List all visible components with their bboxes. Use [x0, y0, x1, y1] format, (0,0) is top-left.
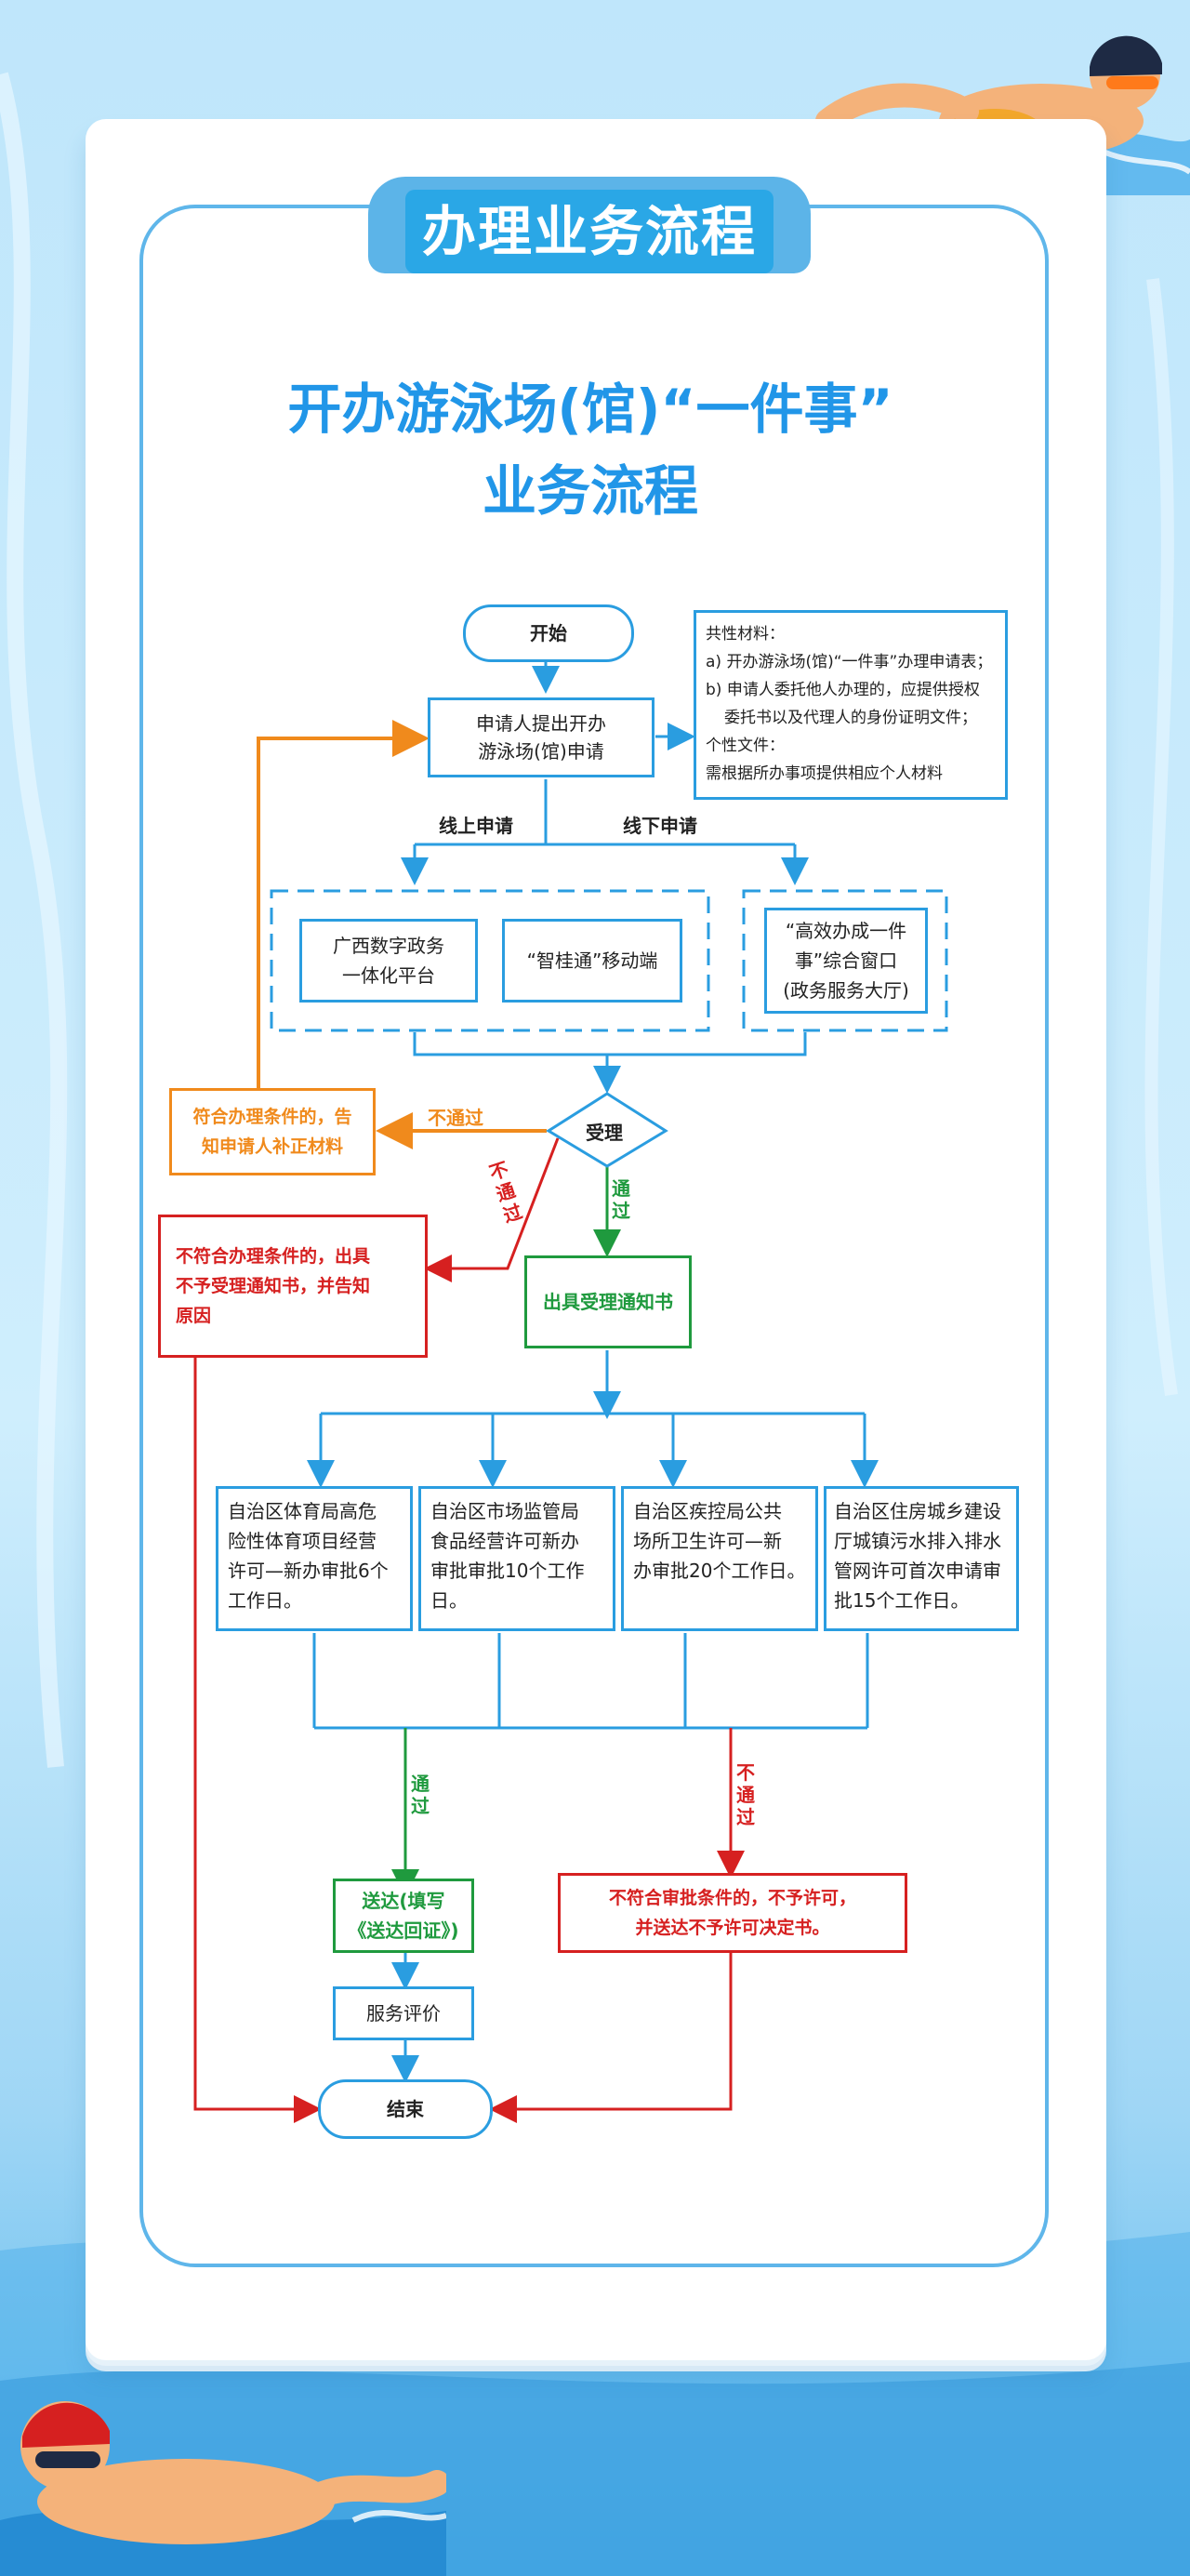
not-pass-orange-label: 不通过	[428, 1107, 483, 1129]
dept1-line3: 许可—新办审批6个	[228, 1560, 389, 1582]
dept2-line4: 日。	[430, 1589, 468, 1612]
materials-line5: 个性文件：	[706, 737, 785, 755]
materials-line6: 需根据所办事项提供相应个人材料	[706, 764, 943, 783]
platform-node: 广西数字政务 一体化平台	[299, 919, 478, 1003]
materials-line1: 共性材料：	[706, 625, 785, 644]
dept4-line4: 批15个工作日。	[834, 1589, 970, 1612]
reject-line3: 原因	[176, 1306, 212, 1326]
dept3-line3: 办审批20个工作日。	[633, 1560, 806, 1582]
main-title-line1: 开办游泳场(馆)“一件事”	[287, 378, 893, 441]
deny-line1: 不符合审批条件的，不予许可，	[608, 1888, 856, 1908]
apply-line1: 申请人提出开办	[476, 712, 606, 735]
dept-housing-node: 自治区住房城乡建设 厅城镇污水排入排水 管网许可首次申请审 批15个工作日。	[824, 1486, 1019, 1631]
reject-line2: 不予受理通知书，并告知	[176, 1276, 371, 1296]
apply-line2: 游泳场(馆)申请	[478, 740, 604, 763]
accept-label: 受理	[586, 1122, 623, 1144]
dept1-line4: 工作日。	[228, 1589, 302, 1612]
dept1-line1: 自治区体育局高危	[228, 1500, 377, 1522]
correct-line2: 知申请人补正材料	[201, 1136, 343, 1157]
deliver-line2: 《送达回证》)	[348, 1919, 459, 1942]
accept-decision-diamond	[546, 1092, 668, 1168]
dept2-line2: 食品经营许可新办	[430, 1530, 579, 1552]
dept3-line1: 自治区疾控局公共	[633, 1500, 782, 1522]
main-title-line2: 业务流程	[482, 459, 698, 523]
deliver-line1: 送达(填写	[362, 1890, 445, 1912]
delivery-node: 送达(填写 《送达回证》)	[333, 1879, 474, 1953]
window-line2: 事”综合窗口	[794, 949, 898, 972]
dept3-line2: 场所卫生许可—新	[633, 1530, 782, 1552]
dept2-line1: 自治区市场监管局	[430, 1500, 579, 1522]
apply-node: 申请人提出开办 游泳场(馆)申请	[428, 697, 654, 777]
dept4-line3: 管网许可首次申请审	[834, 1560, 1001, 1582]
swimmer-illustration-bottom	[0, 2401, 446, 2576]
platform-line1: 广西数字政务	[333, 935, 444, 957]
acceptance-notice-node: 出具受理通知书	[524, 1255, 692, 1348]
platform-line2: 一体化平台	[342, 964, 435, 987]
materials-line3: b) 申请人委托他人办理的，应提供授权	[706, 681, 980, 699]
window-line3: (政务服务大厅)	[783, 979, 909, 1002]
dept1-line2: 险性体育项目经营	[228, 1530, 377, 1552]
online-apply-label: 线上申请	[439, 815, 513, 837]
materials-note: 共性材料： a) 开办游泳场(馆)“一件事”办理申请表； b) 申请人委托他人办…	[694, 610, 1008, 800]
pass-green-label: 通过	[612, 1177, 630, 1222]
window-line1: “高效办成一件	[785, 920, 907, 942]
materials-line4: 委托书以及代理人的身份证明文件；	[724, 709, 977, 727]
dept4-line2: 厅城镇污水排入排水	[834, 1530, 1001, 1552]
reject-node: 不符合办理条件的，出具 不予受理通知书，并告知 原因	[158, 1215, 428, 1358]
end-node: 结束	[318, 2079, 493, 2139]
correct-materials-node: 符合办理条件的，告 知申请人补正材料	[169, 1088, 376, 1175]
mobile-node: “智桂通”移动端	[502, 919, 682, 1003]
start-node: 开始	[463, 604, 634, 662]
window-node: “高效办成一件 事”综合窗口 (政务服务大厅)	[764, 908, 928, 1014]
correct-line1: 符合办理条件的，告	[192, 1107, 352, 1127]
reject-line1: 不符合办理条件的，出具	[176, 1246, 371, 1267]
evaluation-node: 服务评价	[333, 1986, 474, 2040]
dept4-line1: 自治区住房城乡建设	[834, 1500, 1001, 1522]
offline-apply-label: 线下申请	[623, 815, 697, 837]
pass2-green-label: 通过	[411, 1773, 430, 1817]
deny-line2: 并送达不予许可决定书。	[635, 1918, 830, 1938]
dept-sports-node: 自治区体育局高危 险性体育项目经营 许可—新办审批6个 工作日。	[216, 1486, 413, 1631]
page-tab-title: 办理业务流程	[405, 190, 774, 273]
dept2-line3: 审批审批10个工作	[430, 1560, 585, 1582]
dept-market-node: 自治区市场监管局 食品经营许可新办 审批审批10个工作 日。	[418, 1486, 615, 1631]
notpass2-red-label: 不通过	[736, 1761, 755, 1828]
deny-permit-node: 不符合审批条件的，不予许可， 并送达不予许可决定书。	[558, 1873, 907, 1953]
materials-line2: a) 开办游泳场(馆)“一件事”办理申请表；	[706, 653, 993, 671]
dept-cdc-node: 自治区疾控局公共 场所卫生许可—新 办审批20个工作日。	[621, 1486, 818, 1631]
